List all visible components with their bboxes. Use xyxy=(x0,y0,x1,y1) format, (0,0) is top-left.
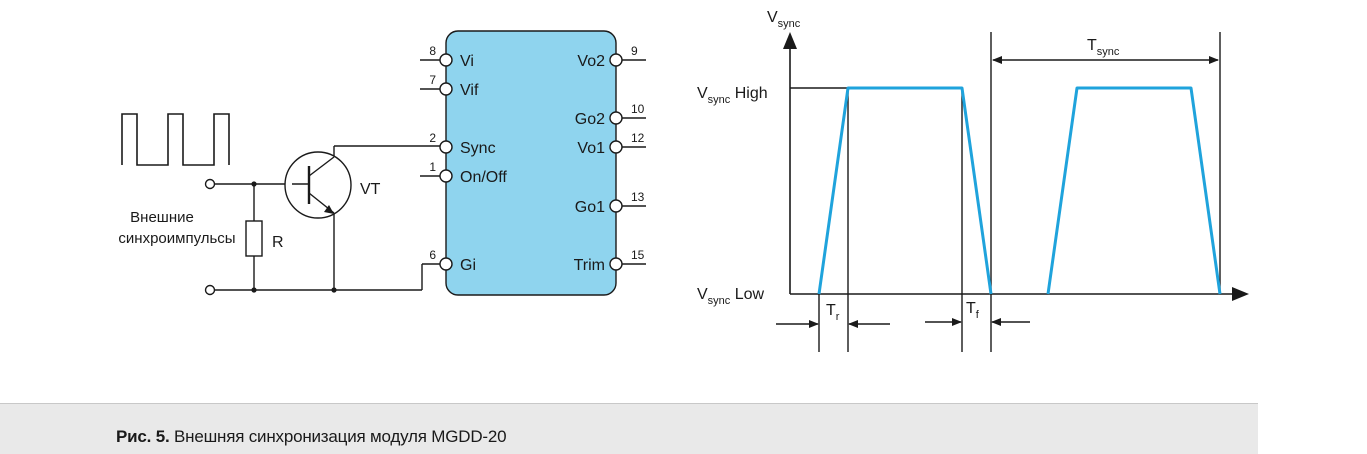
junction-dot xyxy=(251,287,257,293)
input-label-line2: синхроимпульсы xyxy=(118,230,235,247)
caption-bar: Рис. 5. Внешняя синхронизация модуля MGD… xyxy=(0,403,1258,454)
input-label-line1: Внешние xyxy=(130,209,194,226)
circuit-wires xyxy=(215,145,440,291)
pin-terminal xyxy=(439,169,453,183)
pin-terminal xyxy=(609,257,623,271)
module-body xyxy=(445,30,617,296)
figure-caption: Рис. 5. Внешняя синхронизация модуля MGD… xyxy=(116,427,507,447)
pin-terminal xyxy=(439,257,453,271)
timing-diagram: Vsync Vsync High Vsync Low Tsync Tr Tf xyxy=(697,9,1249,352)
fall-time-label: Tf xyxy=(966,300,980,321)
pin-number: 2 xyxy=(429,131,436,145)
pin-name: Sync xyxy=(460,140,496,157)
circuit-diagram: Внешние синхроимпульсы R xyxy=(118,30,646,296)
square-wave-symbol xyxy=(121,113,230,166)
pin-name: Vo2 xyxy=(577,53,605,70)
pin-number: 10 xyxy=(631,102,645,116)
pin-terminal xyxy=(439,82,453,96)
pin-number: 13 xyxy=(631,190,645,204)
pin-number: 15 xyxy=(631,248,645,262)
high-level-label: Vsync High xyxy=(697,85,768,106)
y-axis-arrow xyxy=(783,32,797,49)
pin-name: Vi xyxy=(460,53,474,70)
pin-name: Trim xyxy=(574,257,605,274)
transistor-label: VT xyxy=(360,181,381,198)
period-label: Tsync xyxy=(1087,37,1120,58)
sync-pulse-2 xyxy=(1046,86,1222,295)
sync-pulse-1 xyxy=(817,86,993,295)
pin-name: On/Off xyxy=(460,169,507,186)
pin-name: Gi xyxy=(460,257,476,274)
x-axis-arrow xyxy=(1232,287,1249,301)
reference-lines xyxy=(818,32,1221,352)
pin-number: 12 xyxy=(631,131,645,145)
caption-text: Внешняя синхронизация модуля MGDD-20 xyxy=(169,427,507,446)
input-terminal-top xyxy=(204,178,216,190)
pin-terminal xyxy=(439,140,453,154)
pin-terminal xyxy=(609,111,623,125)
pin-name: Go2 xyxy=(575,111,605,128)
pin-number: 6 xyxy=(429,248,436,262)
junction-dot xyxy=(331,287,337,293)
caption-prefix: Рис. 5. xyxy=(116,427,170,446)
pin-terminal xyxy=(609,199,623,213)
pin-number: 8 xyxy=(429,44,436,58)
pin-terminal xyxy=(439,53,453,67)
pin-name: Go1 xyxy=(575,199,605,216)
pin-number: 1 xyxy=(429,160,436,174)
pin-number: 9 xyxy=(631,44,638,58)
y-axis-label: Vsync xyxy=(767,9,801,30)
input-terminal-bottom xyxy=(204,284,216,296)
module-pin-vi: 8Vi xyxy=(420,44,474,70)
module-pin-gi: 6Gi xyxy=(429,248,476,274)
pin-number: 7 xyxy=(429,73,436,87)
low-level-label: Vsync Low xyxy=(697,286,765,307)
pin-terminal xyxy=(609,140,623,154)
pin-name: Vo1 xyxy=(577,140,605,157)
pin-terminal xyxy=(609,53,623,67)
figure-canvas: Внешние синхроимпульсы R xyxy=(118,9,1249,352)
module-pin-onoff: 1On/Off xyxy=(420,160,507,186)
rise-time-label: Tr xyxy=(826,302,840,323)
resistor-label: R xyxy=(272,234,284,251)
pin-name: Vif xyxy=(460,82,479,99)
resistor-r xyxy=(245,220,263,257)
transistor-vt xyxy=(284,151,352,219)
junction-dot xyxy=(251,181,257,187)
